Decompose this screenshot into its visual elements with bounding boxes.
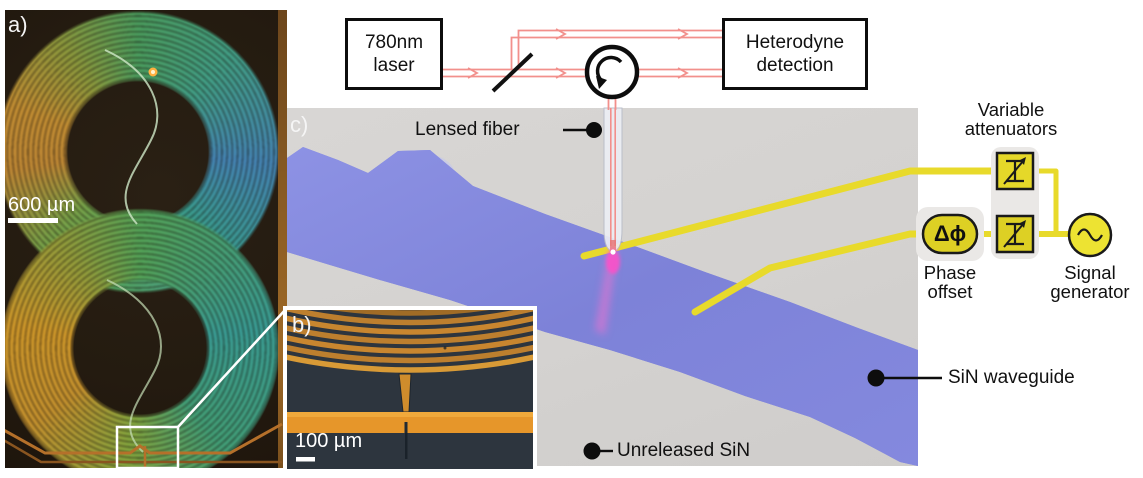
annotation-connectors [563, 128, 942, 453]
chip-edge [278, 10, 287, 468]
sin-waveguide-bullet [867, 369, 885, 387]
coupler-gap [404, 422, 408, 433]
phase-offset-label: Phase offset [923, 262, 977, 302]
heterodyne-detection-box: Heterodyne detection [722, 18, 868, 90]
panel-b-graphics [287, 310, 533, 462]
scatter-spot-core [151, 70, 155, 74]
sin-waveguide-label: SiN waveguide [948, 367, 1075, 388]
chip-facet-line [5, 439, 282, 464]
laser-glow [595, 249, 620, 335]
detection-label: Heterodyne detection [745, 32, 845, 76]
bus-waveguide-highlight [287, 412, 533, 417]
panel-c-label: c) [290, 112, 309, 137]
variable-attenuators-label: Variable attenuators [964, 99, 1058, 139]
phase-shifter-chip [921, 213, 979, 255]
scalebar-600um [8, 218, 58, 223]
signal-generator-label: Signal generator [1050, 262, 1130, 302]
laser-box: 780nm laser [345, 18, 443, 90]
panel-b-inset: b) 100 µm [283, 306, 537, 473]
panel-a-overlay [5, 49, 283, 468]
phase-symbol: Δϕ [933, 221, 967, 246]
unreleased-sin-bullet [583, 442, 601, 460]
circulator-icon [584, 44, 640, 100]
chip-facet-line [5, 422, 283, 455]
spiral-arcs [287, 310, 533, 373]
beam-splitter-icon [491, 52, 534, 93]
panel-b-scalebar-label: 100 µm [295, 430, 363, 452]
panel-a-micrograph [5, 10, 287, 468]
bus-waveguide [287, 412, 533, 433]
callout-rect [115, 425, 180, 468]
lensed-fiber-tube [603, 107, 623, 252]
taper-coupler [398, 373, 412, 413]
callout-line [177, 308, 287, 428]
etch-line [405, 433, 408, 459]
wire-top-attenuator [580, 167, 1001, 260]
lensed-fiber-label: Lensed fiber [415, 119, 520, 140]
spiral-resonator-bottom [5, 208, 280, 468]
scalebar-100um [296, 457, 315, 462]
laser-label: 780nm laser [364, 32, 424, 76]
beam-path [443, 29, 722, 110]
panel-a-label: a) [8, 12, 28, 37]
attenuator-icon-bottom [995, 214, 1035, 254]
panel-b-label: b) [292, 312, 312, 337]
sine-wave-icon [1067, 212, 1113, 258]
beam-arrows [467, 28, 689, 79]
s-curve-waveguide [104, 49, 159, 225]
wire-attenuator-link [1030, 168, 1059, 237]
unreleased-sin-label: Unreleased SiN [617, 440, 751, 461]
lensed-fiber-bullet [586, 122, 602, 138]
panel-a-scalebar-label: 600 µm [8, 194, 76, 216]
dust-speck [443, 346, 447, 350]
attenuator-icon-top [995, 151, 1035, 191]
